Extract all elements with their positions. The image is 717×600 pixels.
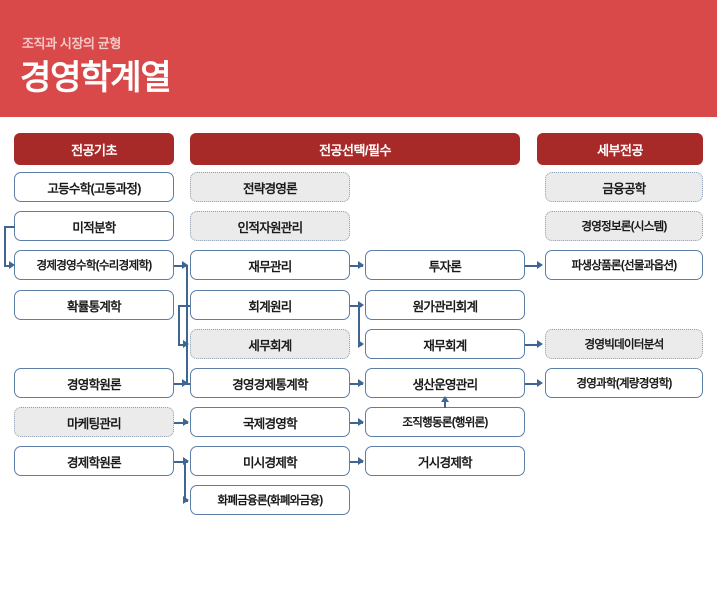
course-box-pasaeng-sangpumron[interactable]: 파생상품론(선물과옵션) [545, 250, 703, 280]
course-box-jaemu-gwanri[interactable]: 재무관리 [190, 250, 350, 280]
page-banner: 조직과 시장의 균형 경영학계열 [0, 0, 717, 117]
banner-subtitle: 조직과 시장의 균형 [22, 36, 121, 51]
connector-intlmgmt-to-orgbehav [350, 422, 363, 424]
course-box-jaemu-hoegye[interactable]: 재무회계 [365, 329, 525, 359]
arrow-acct-to-taxacct [183, 340, 189, 348]
column-header-major-basics: 전공기초 [14, 133, 174, 165]
connector-acct-in [178, 344, 184, 346]
course-box-jeollyak-gyeongyeongron[interactable]: 전략경영론 [190, 172, 350, 202]
connector-orgbehav-up [444, 400, 446, 408]
connector-acct-right-trunk [358, 305, 360, 344]
course-box-saengsan-unyeong-gwanri[interactable]: 생산운영관리 [365, 368, 525, 398]
arrow-intlmgmt-to-orgbehav [358, 418, 364, 426]
connector-stats-to-production [350, 383, 363, 385]
course-box-gyeongyeong-gyeongje-tonggyehak[interactable]: 경영경제통계학 [190, 368, 350, 398]
course-box-semu-hoegye[interactable]: 세무회계 [190, 329, 350, 359]
arrow-econprinc-to-money [183, 496, 189, 504]
connector-finacct-to-bigdata [525, 344, 539, 346]
connector-acct-down [178, 305, 180, 344]
course-box-gyeongjehak-wonron[interactable]: 경제학원론 [14, 446, 174, 476]
arrow-acct-to-finacct [358, 340, 364, 348]
arrow-acct-to-costacct [358, 301, 364, 309]
connector-acct-right-out [350, 305, 360, 307]
connector-invest-to-derivatives [525, 265, 539, 267]
course-box-godeung-suhak[interactable]: 고등수학(고등과정) [14, 172, 174, 202]
connector-acct-out [178, 305, 190, 307]
arrow-finance-to-invest [358, 261, 364, 269]
course-box-geosi-gyeongjehak[interactable]: 거시경제학 [365, 446, 525, 476]
course-box-mijeokbunhak[interactable]: 미적분학 [14, 211, 174, 241]
connector-econprinc-trunk [184, 461, 186, 500]
arrow-marketing-to-intlmgmt [183, 418, 189, 426]
arrow-micro-to-macro [358, 457, 364, 465]
course-box-gukje-gyeongyeonghak[interactable]: 국제경영학 [190, 407, 350, 437]
course-box-injeok-jawon-gwanri[interactable]: 인적자원관리 [190, 211, 350, 241]
course-box-wonga-gwanri-hoegye[interactable]: 원가관리회계 [365, 290, 525, 320]
arrow-orgbehav-to-production [441, 396, 449, 402]
arrow-invest-to-derivatives [537, 261, 543, 269]
arrow-mathecon-to-finance [182, 261, 188, 269]
connector-marketing-to-intlmgmt [174, 422, 188, 424]
connector-econprinc-out [174, 461, 186, 463]
connector-production-to-mgmtscience [525, 383, 539, 385]
connector-micro-to-macro [350, 461, 363, 463]
connector-calculus-down [4, 226, 6, 266]
course-box-hwaryul-tonggyehak[interactable]: 확률통계학 [14, 290, 174, 320]
course-box-gyeongje-gyeongyeong-suhak[interactable]: 경제경영수학(수리경제학) [14, 250, 174, 280]
course-box-misi-gyeongjehak[interactable]: 미시경제학 [190, 446, 350, 476]
course-box-gyeongyeong-jeongboron[interactable]: 경영정보론(시스템) [545, 211, 703, 241]
course-box-marketing-gwanri[interactable]: 마케팅관리 [14, 407, 174, 437]
course-box-hoegye-wonri[interactable]: 회계원리 [190, 290, 350, 320]
connector-calculus-out [4, 226, 15, 228]
connector-mathecon-out [174, 265, 188, 267]
connector-finance-to-invest [350, 265, 363, 267]
course-box-gyeongyeong-bigdata-bunseok[interactable]: 경영빅데이터분석 [545, 329, 703, 359]
arrow-econprinc-to-micro [183, 457, 189, 465]
arrow-finacct-to-bigdata [537, 340, 543, 348]
arrow-production-to-mgmtscience [537, 379, 543, 387]
column-header-specialization: 세부전공 [537, 133, 703, 165]
course-box-jojik-haengdongron[interactable]: 조직행동론(행위론) [365, 407, 525, 437]
course-box-geumyung-gonghak[interactable]: 금융공학 [545, 172, 703, 202]
course-box-gyeongyeong-gwahak[interactable]: 경영과학(계량경영학) [545, 368, 703, 398]
column-header-major-electives: 전공선택/필수 [190, 133, 520, 165]
connector-mgmtprinc-out [174, 383, 188, 385]
course-box-tujaron[interactable]: 투자론 [365, 250, 525, 280]
arrow-calculus-to-mathecon [9, 261, 15, 269]
connector-calculus-in [4, 265, 10, 267]
page-title: 경영학계열 [20, 59, 172, 97]
connector-mathecon-to-stats [186, 383, 190, 385]
course-box-hwapye-geumyungron[interactable]: 화폐금융론(화폐와금융) [190, 485, 350, 515]
course-box-gyeongyeonghak-wonron[interactable]: 경영학원론 [14, 368, 174, 398]
arrow-stats-to-production [358, 379, 364, 387]
connector-mathecon-trunk [186, 265, 188, 383]
